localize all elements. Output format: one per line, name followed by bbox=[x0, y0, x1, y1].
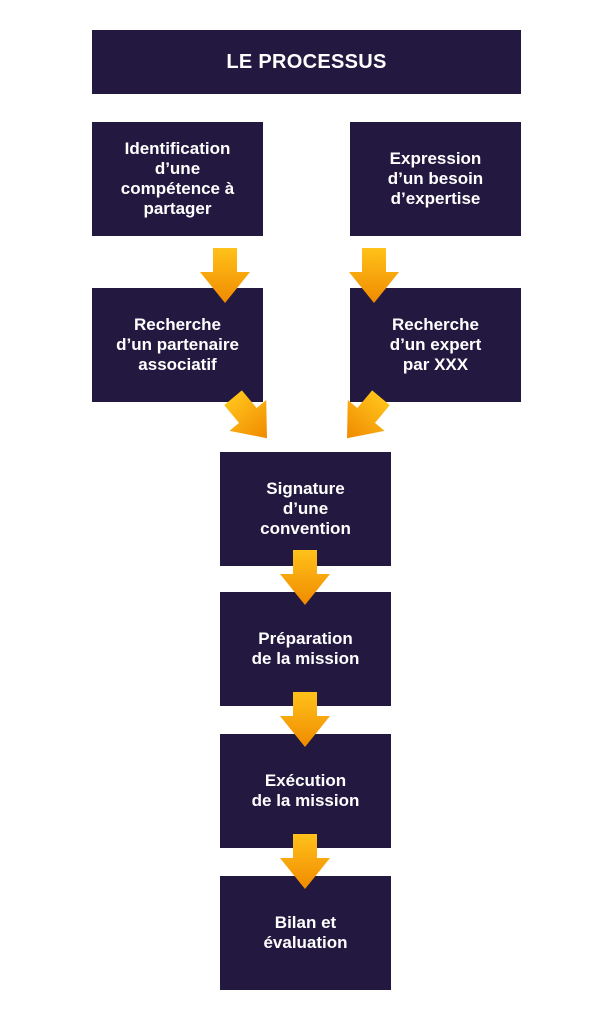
step-signature: Signature d’une convention bbox=[220, 452, 391, 566]
arrow-down-icon bbox=[349, 248, 399, 303]
step-identification-label: Identification d’une compétence à partag… bbox=[120, 139, 235, 218]
step-preparation-label: Préparation de la mission bbox=[251, 629, 360, 668]
process-title-text: LE PROCESSUS bbox=[226, 51, 387, 73]
step-bilan-label: Bilan et évaluation bbox=[263, 913, 348, 952]
arrow-down-icon bbox=[280, 692, 330, 747]
step-recherche-expert-label: Recherche d’un expert par XXX bbox=[389, 315, 482, 374]
step-signature-label: Signature d’une convention bbox=[260, 479, 351, 538]
step-recherche-partenaire-label: Recherche d’un partenaire associatif bbox=[116, 315, 239, 374]
step-recherche-expert: Recherche d’un expert par XXX bbox=[350, 288, 521, 402]
arrow-down-icon bbox=[200, 248, 250, 303]
arrow-diagonal-icon bbox=[328, 382, 400, 454]
step-bilan: Bilan et évaluation bbox=[220, 876, 391, 990]
step-recherche-partenaire: Recherche d’un partenaire associatif bbox=[92, 288, 263, 402]
arrow-down-icon bbox=[280, 834, 330, 889]
step-expression-label: Expression d’un besoin d’expertise bbox=[387, 149, 484, 208]
step-expression: Expression d’un besoin d’expertise bbox=[350, 122, 521, 236]
arrow-down-icon bbox=[280, 550, 330, 605]
arrow-diagonal-icon bbox=[214, 382, 286, 454]
step-identification: Identification d’une compétence à partag… bbox=[92, 122, 263, 236]
step-preparation: Préparation de la mission bbox=[220, 592, 391, 706]
process-title: LE PROCESSUS bbox=[92, 30, 521, 94]
step-execution-label: Exécution de la mission bbox=[251, 771, 360, 810]
step-execution: Exécution de la mission bbox=[220, 734, 391, 848]
